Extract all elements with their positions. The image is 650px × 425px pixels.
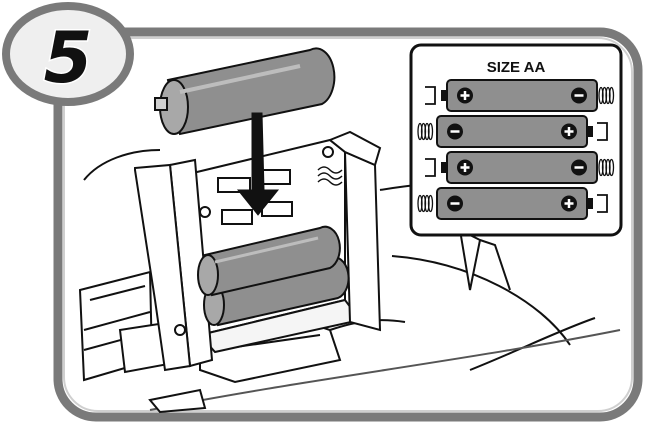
spring-contact-icon xyxy=(417,194,434,213)
plate-contact-icon xyxy=(597,122,608,141)
loose-battery xyxy=(154,47,336,136)
plate-contact-icon xyxy=(425,158,436,177)
inset-battery xyxy=(425,79,615,112)
plate-contact-icon xyxy=(425,86,436,105)
installed-batteries xyxy=(197,225,350,327)
spring-contact-icon xyxy=(417,122,434,141)
polarity-inset: SIZE AA xyxy=(409,43,623,237)
installed-battery-upper xyxy=(197,225,341,297)
spring-contact-icon xyxy=(598,86,615,105)
inset-battery xyxy=(417,115,608,148)
step-badge: 5 xyxy=(2,2,134,106)
inset-battery xyxy=(417,187,608,220)
plate-contact-icon xyxy=(597,194,608,213)
inset-title: SIZE AA xyxy=(487,59,546,76)
spring-contact-icon xyxy=(598,158,615,177)
insertion-arrow xyxy=(236,112,280,216)
inset-battery xyxy=(425,151,615,184)
step-number: 5 xyxy=(44,17,93,99)
